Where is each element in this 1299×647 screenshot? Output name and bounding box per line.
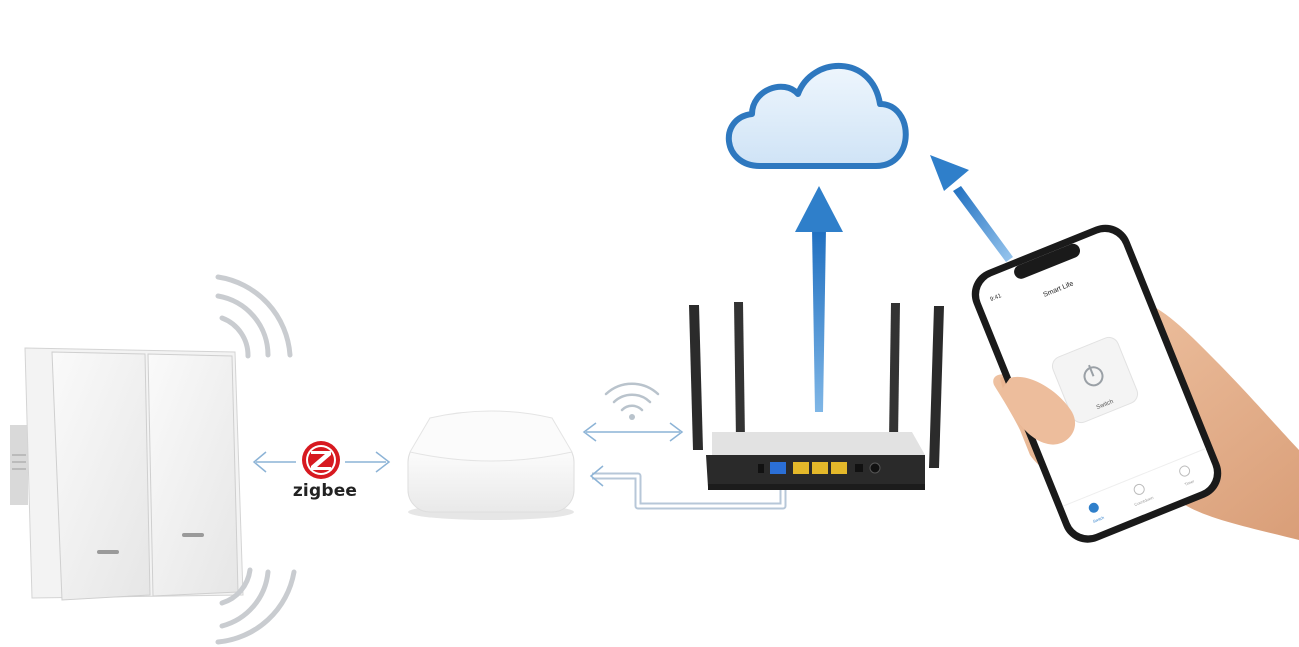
wifi-link-arrows: [582, 422, 684, 442]
nav-countdown-icon[interactable]: [1133, 483, 1146, 496]
switch-indicator-left: [97, 550, 119, 554]
router-wan-port: [770, 462, 786, 474]
phone-status-time: 9:41: [989, 293, 1003, 303]
wifi-icon: [604, 382, 660, 420]
smartphone: 9:41 Smart Life Switch Switch Countdown …: [971, 224, 1222, 543]
zigbee-hub: [407, 410, 575, 520]
switch-indicator-right: [182, 533, 204, 537]
wall-switch: [10, 347, 244, 601]
nav-switch-icon[interactable]: [1087, 501, 1100, 514]
nav-timer-label: Timer: [1184, 478, 1196, 487]
phone-to-cloud-arrow: [930, 155, 1013, 262]
zigbee-logo-icon: [302, 441, 340, 479]
wifi-router: [689, 302, 944, 490]
switch-signal-waves: [215, 274, 297, 645]
zigbee-link-arrows: [252, 451, 391, 473]
phone-notch: [1014, 243, 1081, 279]
router-to-cloud-arrow: [795, 186, 843, 412]
cloud-icon: [725, 62, 909, 169]
zigbee-label: zigbee: [292, 481, 358, 501]
thumb: [1000, 376, 1076, 445]
nav-timer-icon[interactable]: [1178, 465, 1191, 478]
nav-switch-label: Switch: [1092, 515, 1105, 524]
power-tile[interactable]: [1049, 334, 1140, 425]
